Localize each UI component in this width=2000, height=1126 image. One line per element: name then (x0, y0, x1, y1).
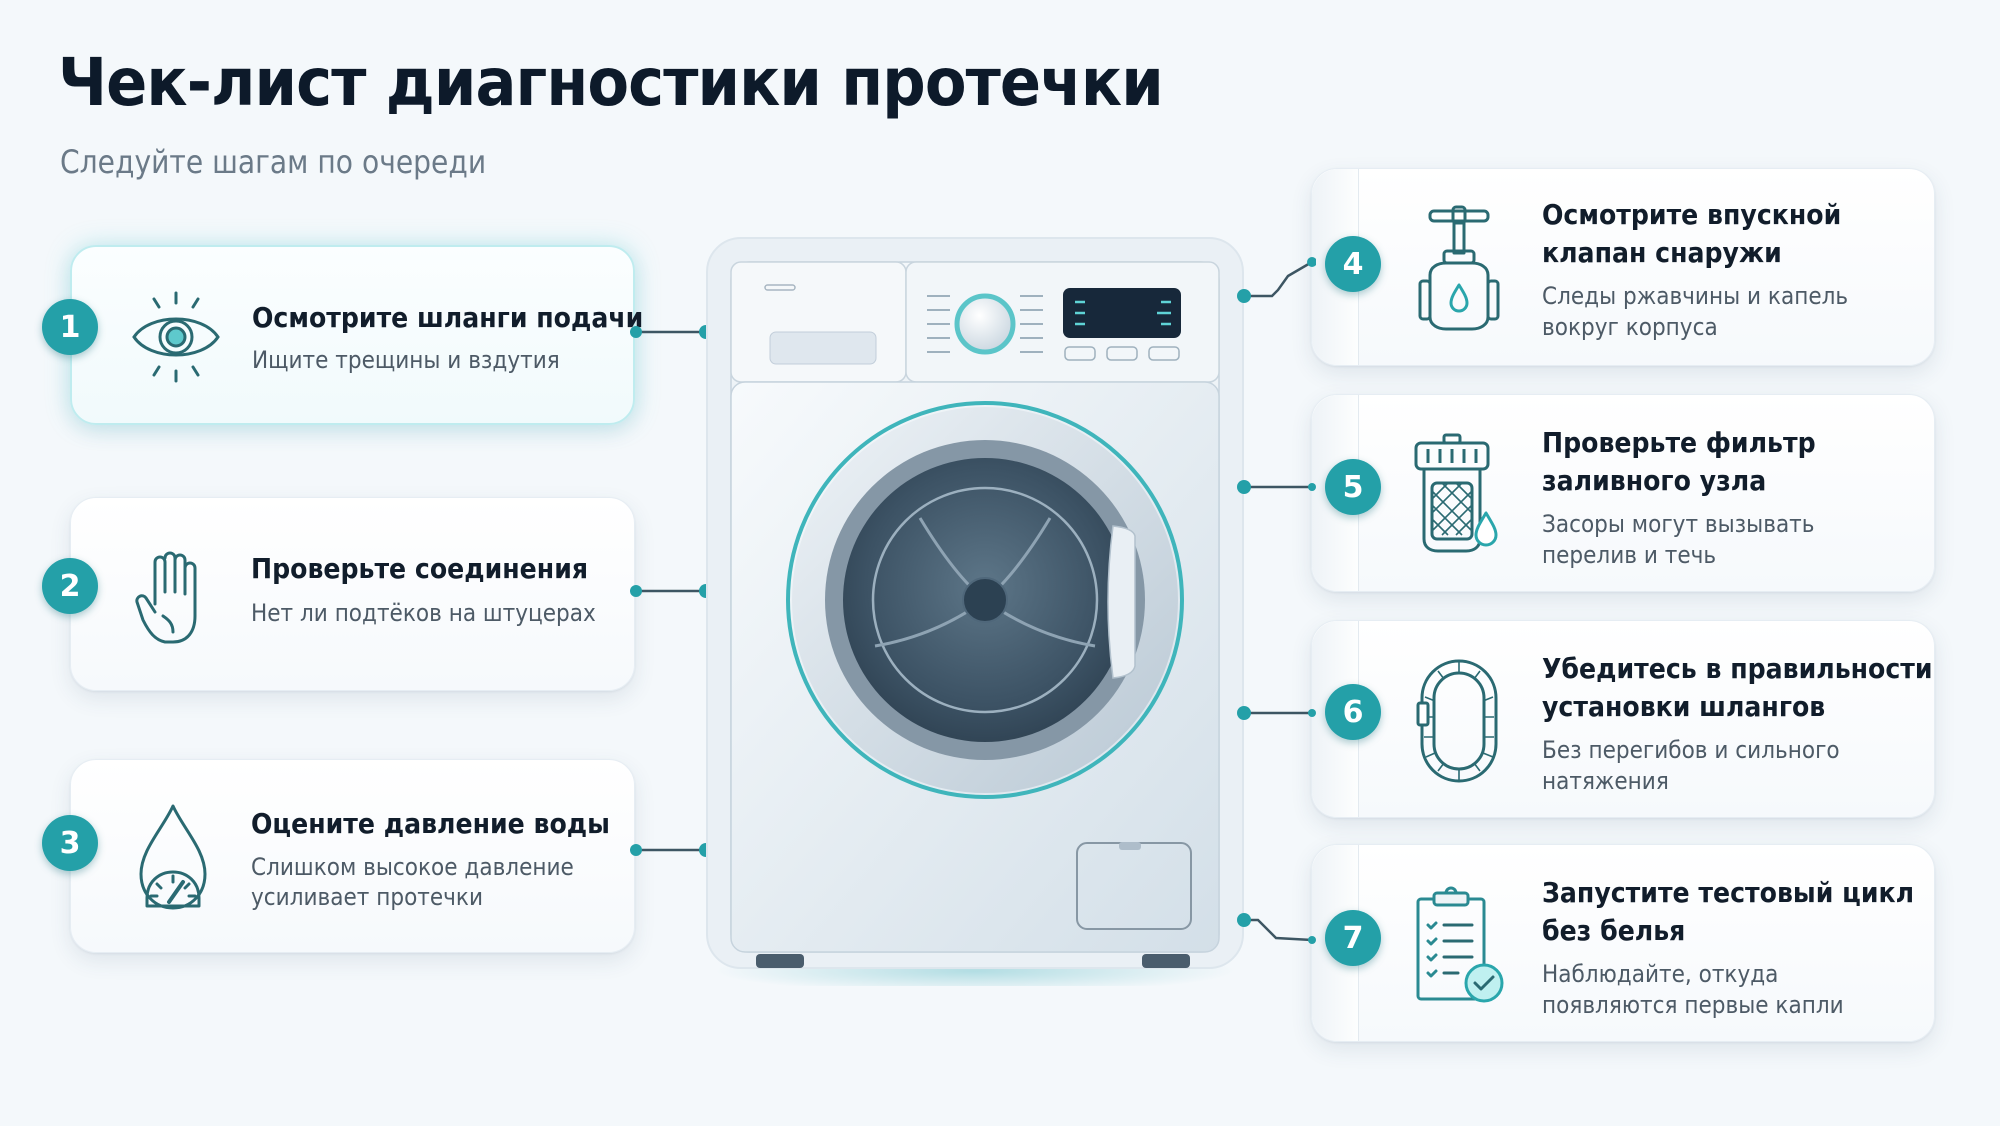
step-card-3: Оцените давление воды Слишком высокое да… (70, 759, 635, 953)
step-description: Следы ржавчины и капель (1542, 282, 1849, 310)
step-description: Слишком высокое давление (251, 853, 574, 881)
step-card-1: Осмотрите шланги подачи Ищите трещины и … (70, 245, 643, 425)
step-card-5: Проверьте фильтр заливного узла Засоры м… (1311, 394, 1935, 592)
clipboard-check-icon (1416, 886, 1504, 1003)
step-number-badge: 7 (1325, 910, 1381, 966)
step-title: Убедитесь в правильности (1542, 652, 1933, 685)
step-description-line2: вокруг корпуса (1542, 313, 1718, 341)
step-title-line2: без белья (1542, 914, 1686, 947)
step-description-line2: появляются первые капли (1542, 991, 1844, 1019)
step-description: Без перегибов и сильного (1542, 736, 1840, 764)
step-number-badge: 6 (1325, 684, 1381, 740)
step-title-line2: установки шлангов (1542, 690, 1826, 723)
step-number-badge: 5 (1325, 459, 1381, 515)
page-subtitle: Следуйте шагам по очереди (60, 143, 487, 181)
step-title: Осмотрите впускной (1542, 198, 1842, 231)
step-card-4: Осмотрите впускной клапан снаружи Следы … (1311, 168, 1935, 366)
step-number-badge: 3 (42, 815, 98, 871)
connector-line (1237, 706, 1316, 720)
step-title: Проверьте фильтр (1542, 426, 1816, 459)
step-number-badge: 4 (1325, 236, 1381, 292)
connector-line (630, 843, 713, 857)
step-description: Ищите трещины и вздутия (252, 346, 560, 374)
step-description: Нет ли подтёков на штуцерах (251, 599, 596, 627)
hand-icon (135, 551, 197, 644)
step-card-7: Запустите тестовый цикл без белья Наблюд… (1311, 844, 1935, 1042)
step-description-line2: натяжения (1542, 767, 1669, 795)
connector-line (1237, 913, 1316, 944)
page-title: Чек-лист диагностики протечки (58, 44, 1164, 121)
eye-icon (132, 291, 220, 383)
connector-line (630, 584, 713, 598)
step-title: Запустите тестовый цикл (1542, 876, 1915, 909)
hose-loop-icon (1416, 659, 1498, 783)
washing-machine-illustration (706, 237, 1244, 986)
step-description-line2: перелив и течь (1542, 541, 1717, 569)
connector-line (630, 325, 713, 339)
step-description-line2: усиливает протечки (251, 883, 484, 911)
valve-tap-icon (1418, 205, 1500, 331)
pressure-drop-gauge-icon (139, 804, 207, 910)
step-title: Проверьте соединения (251, 552, 589, 585)
connector-line (1237, 257, 1316, 303)
step-description: Засоры могут вызывать (1542, 510, 1815, 538)
filter-icon (1414, 433, 1498, 553)
step-title-line2: заливного узла (1542, 464, 1767, 497)
step-number-badge: 2 (42, 558, 98, 614)
step-title: Осмотрите шланги подачи (252, 301, 644, 334)
step-description: Наблюдайте, откуда (1542, 960, 1779, 988)
step-title-line2: клапан снаружи (1542, 236, 1782, 269)
step-card-6: Убедитесь в правильности установки шланг… (1311, 620, 1935, 818)
step-title: Оцените давление воды (251, 807, 610, 840)
step-number-badge: 1 (42, 299, 98, 355)
step-card-2: Проверьте соединения Нет ли подтёков на … (70, 497, 635, 691)
connector-line (1237, 480, 1316, 494)
